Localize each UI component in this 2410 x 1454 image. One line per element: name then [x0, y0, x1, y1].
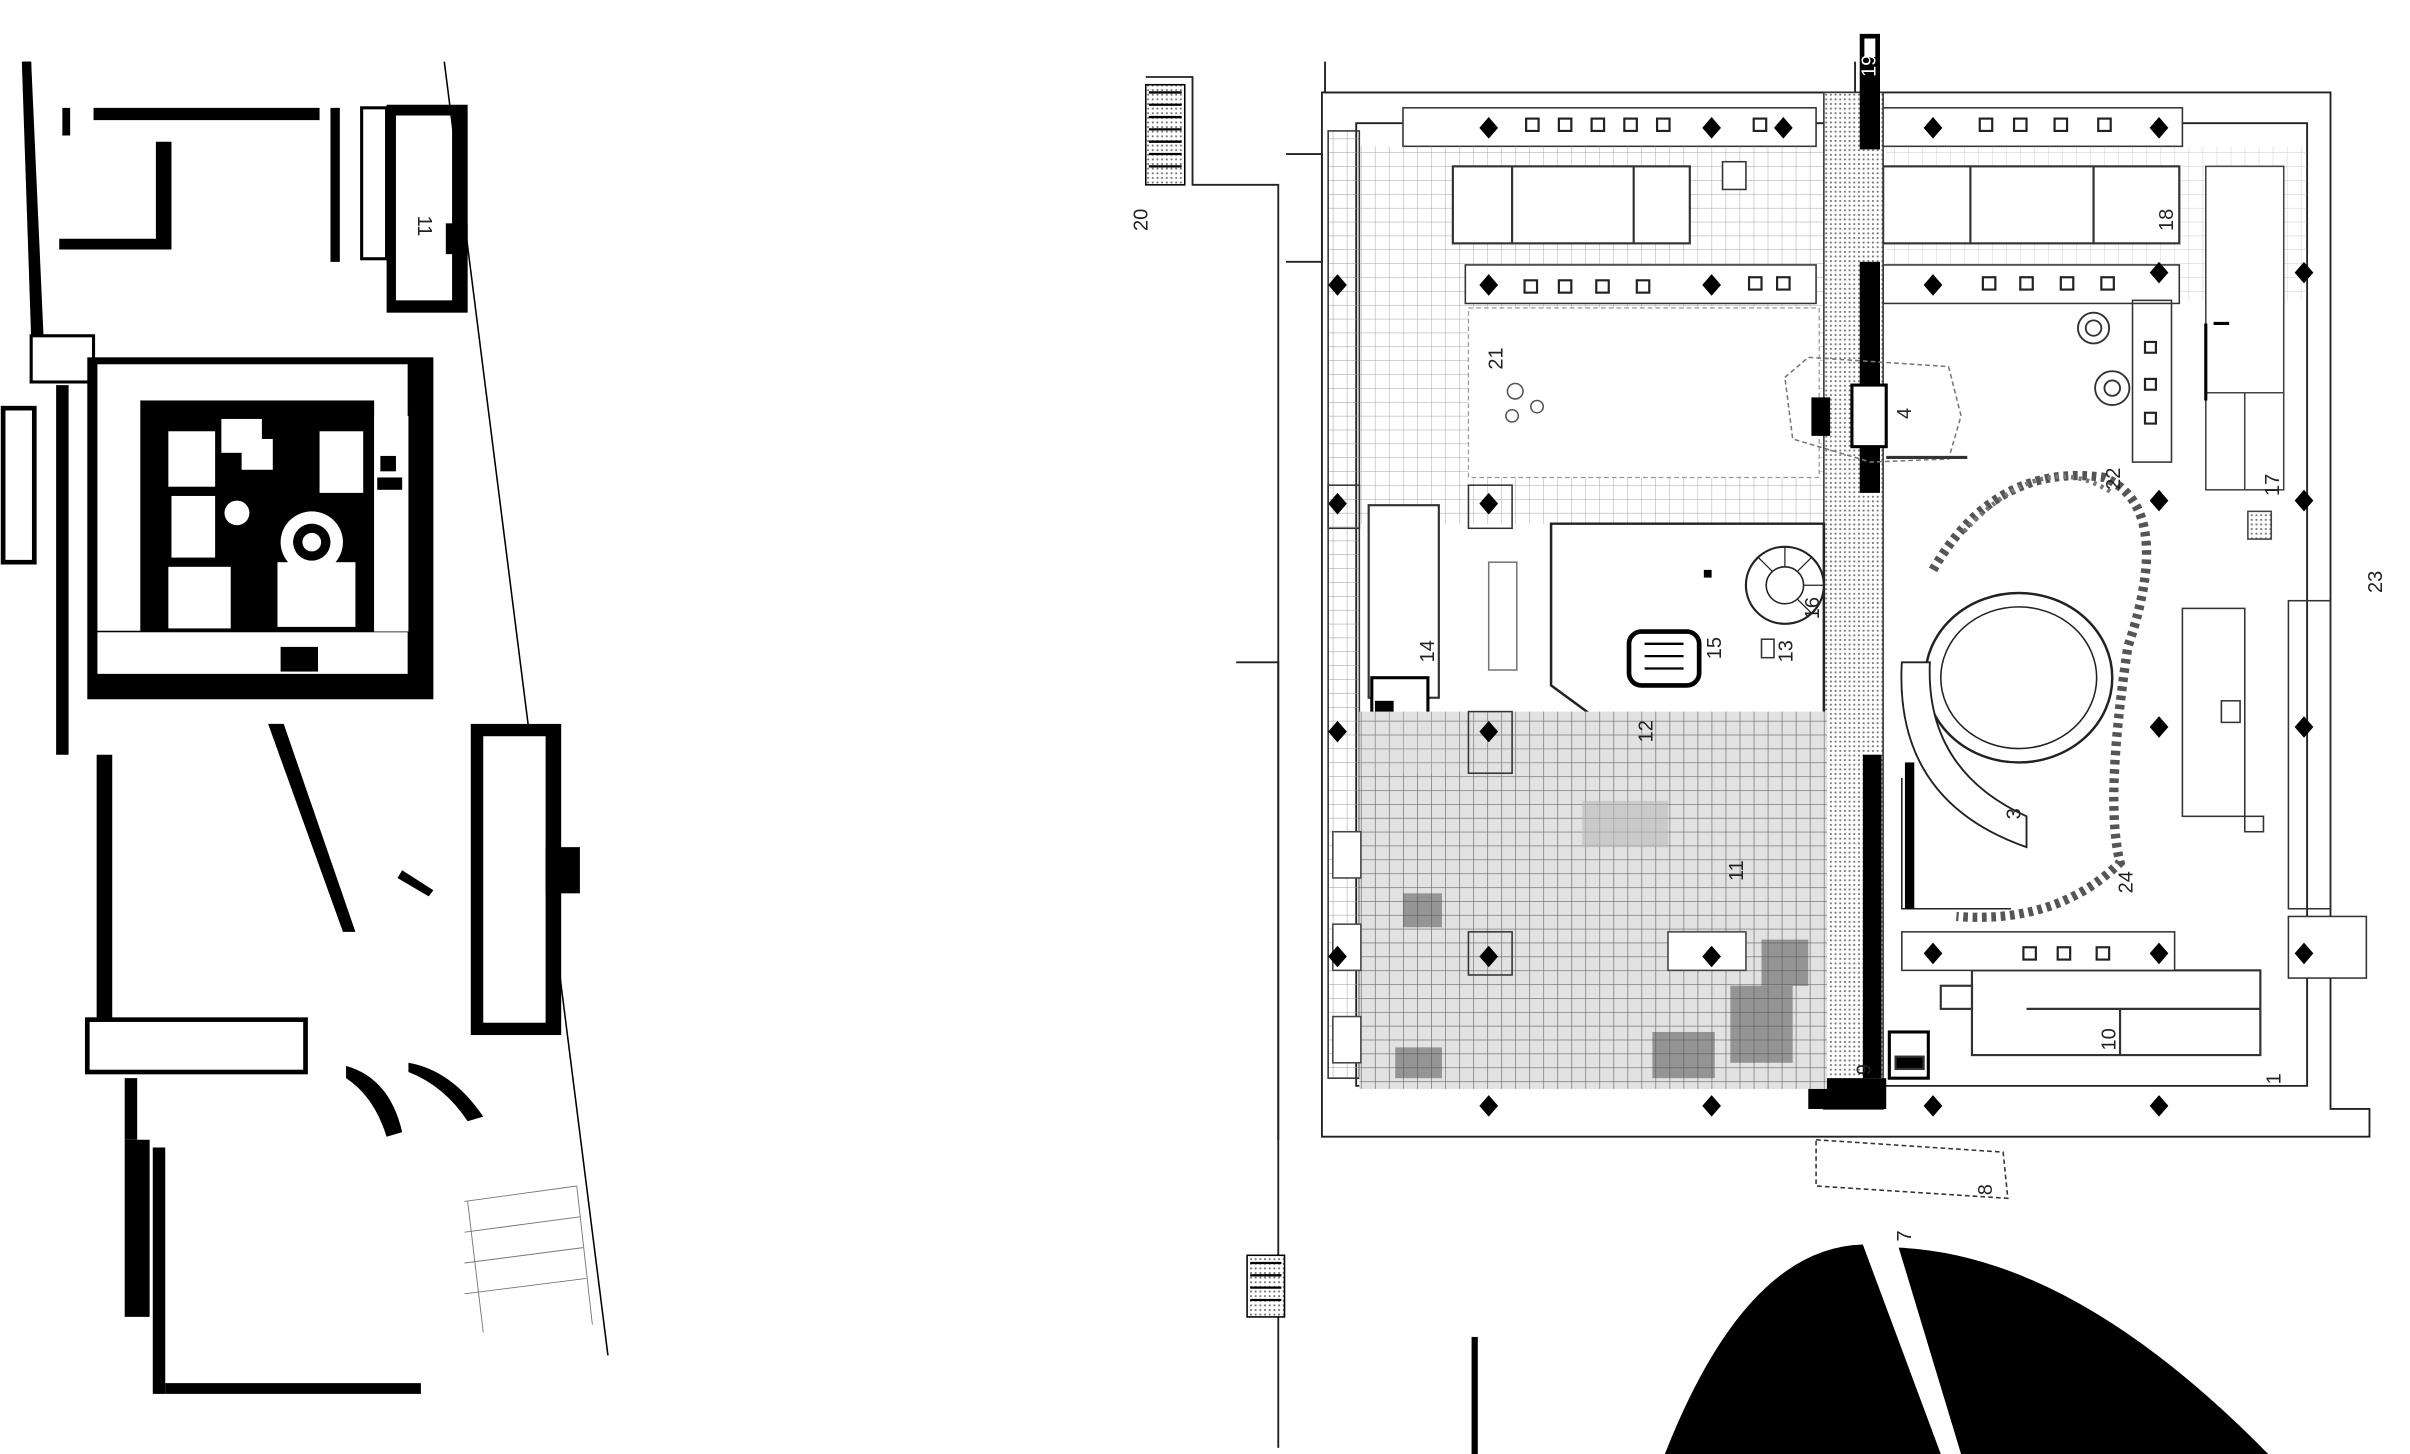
- label-19: 19: [1858, 55, 1880, 77]
- label-3: 3: [2003, 808, 2025, 819]
- label-16: 16: [1802, 597, 1824, 619]
- label-12: 12: [1635, 720, 1657, 742]
- label-21: 21: [1486, 347, 1508, 369]
- label-11: 11: [1726, 860, 1748, 881]
- site-building-north: [360, 104, 468, 313]
- label-1: 1: [2264, 1073, 2286, 1084]
- site-parking-hatch: [464, 1185, 593, 1333]
- rooms-north-west: [1451, 165, 1691, 245]
- tree-icon: [2077, 311, 2131, 407]
- label-8: 8: [1975, 1184, 1997, 1195]
- area-4: [1784, 356, 1962, 463]
- site-building-label: 11: [413, 216, 435, 237]
- rooms-east: [2205, 165, 2285, 540]
- rooms-east-lower: [2181, 599, 2368, 979]
- label-9: 9: [1854, 1064, 1876, 1075]
- label-23: 23: [2365, 571, 2387, 593]
- courtyard-21: [1467, 307, 1820, 479]
- site-boundary-line: [443, 61, 609, 1356]
- label-4: 4: [1894, 408, 1916, 419]
- label-22: 22: [2103, 468, 2125, 490]
- plaza-11: [1332, 711, 1827, 1089]
- room-labels: 1 3 4 7 8 9 10 11 12 13 14 15 16 17 18 1…: [1130, 55, 2387, 1242]
- site-main-building: [87, 357, 434, 700]
- label-17: 17: [2262, 474, 2284, 496]
- label-13: 13: [1776, 640, 1798, 662]
- entrance-8: [1815, 1138, 2009, 1200]
- label-10: 10: [2098, 1028, 2120, 1050]
- rooms-south: [1887, 969, 2262, 1080]
- site-plan: 11: [0, 61, 609, 1394]
- label-24: 24: [2115, 871, 2137, 893]
- central-spine: [1808, 33, 1888, 1110]
- stair-north: [1144, 83, 1186, 186]
- courtyard-22: [1886, 308, 2191, 478]
- rooms-north-east: [1882, 165, 2181, 245]
- courtyard-3: [1886, 470, 2175, 940]
- north-gallery: [1402, 107, 2184, 148]
- stair-south: [1246, 1254, 1286, 1318]
- label-14: 14: [1417, 640, 1439, 662]
- lawn-arc: [1471, 1244, 2269, 1454]
- room-14: [1367, 504, 1440, 726]
- label-7: 7: [1894, 1230, 1916, 1241]
- site-building-east: [470, 723, 580, 1036]
- floor-plan: 1 3 4 7 8 9 10 11 12 13 14 15 16 17 18 1…: [1130, 33, 2387, 1454]
- label-18: 18: [2156, 209, 2178, 231]
- hall-13: [1549, 522, 1826, 730]
- label-15: 15: [1704, 637, 1726, 659]
- label-20: 20: [1130, 209, 1152, 231]
